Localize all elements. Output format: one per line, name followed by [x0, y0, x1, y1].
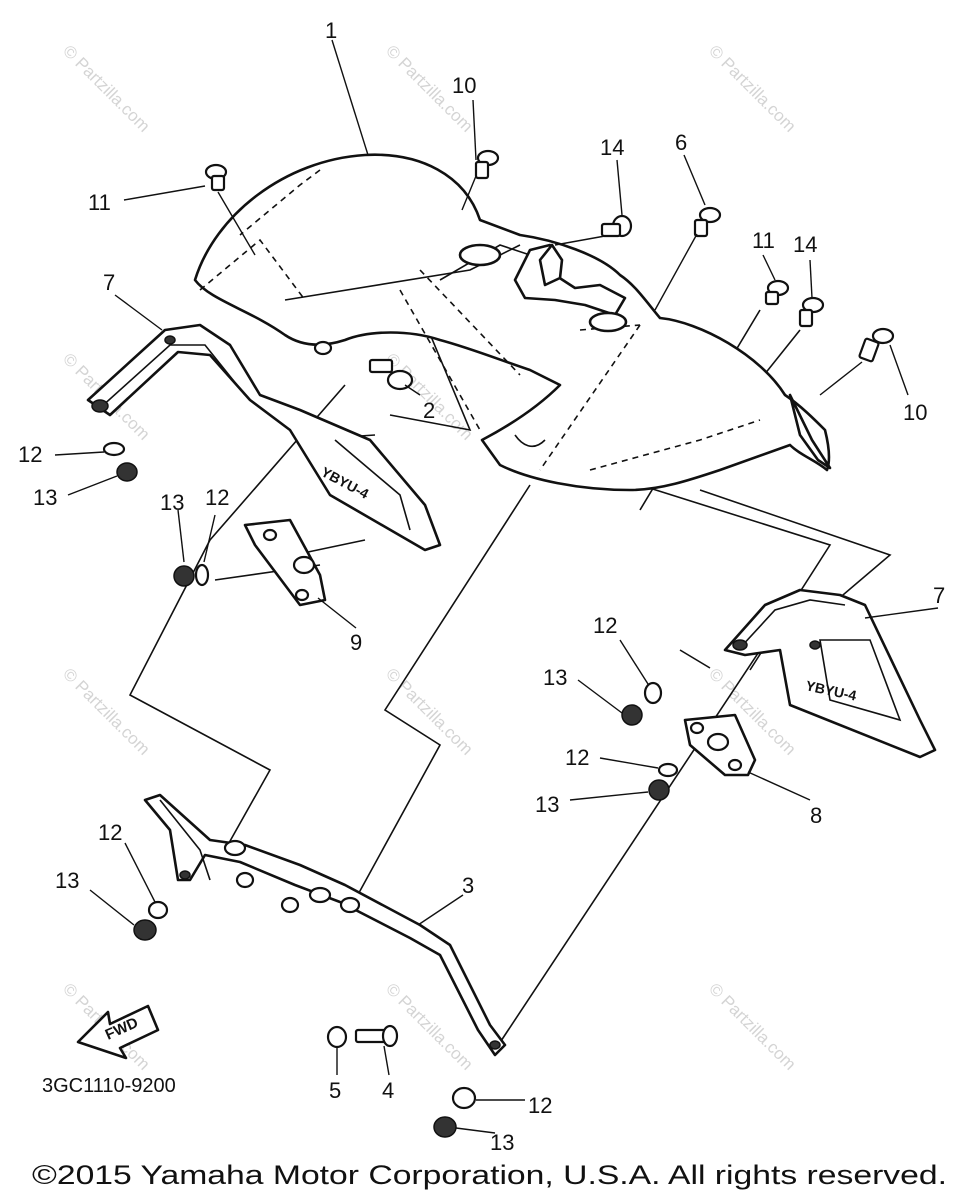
leader-lines [54, 39, 939, 1134]
hardware [102, 149, 895, 1138]
nut-13-c [621, 704, 643, 726]
washer-5 [326, 1025, 348, 1049]
watermark: © Partzilla.com [59, 664, 153, 758]
washer-12-b [194, 563, 210, 587]
callout-14: 14 [600, 135, 624, 160]
bolt-14-right [798, 296, 825, 328]
callout-10: 10 [452, 73, 476, 98]
bolt-11-left [204, 163, 228, 192]
washer-12-c [643, 681, 663, 705]
copyright-footer: ©2015 Yamaha Motor Corporation, U.S.A. A… [32, 1160, 947, 1190]
forward-arrow-icon: FWD [76, 1004, 160, 1060]
callout-12: 12 [565, 745, 589, 770]
mudflap-bracket-right: YBYU-4 [723, 588, 937, 759]
nut-13-e [133, 919, 157, 941]
callout-13: 13 [490, 1130, 514, 1155]
washer-12-f [451, 1086, 477, 1110]
callout-12: 12 [205, 485, 229, 510]
watermark: © Partzilla.com [382, 664, 476, 758]
rear-bar-3 [143, 793, 507, 1057]
washer-12-e [147, 900, 169, 920]
nut-13-b [173, 565, 195, 587]
watermark: © Partzilla.com [705, 979, 799, 1073]
plate-9 [243, 518, 327, 607]
bolt-2 [368, 358, 414, 391]
bolt-10-top [474, 149, 500, 180]
fender-body [193, 153, 831, 492]
plate-8 [683, 713, 757, 777]
bolt-14-top [600, 214, 633, 238]
callout-7: 7 [103, 270, 115, 295]
nut-13-f [433, 1116, 457, 1138]
callout-13: 13 [535, 792, 559, 817]
callout-10: 10 [903, 400, 927, 425]
callout-12: 12 [98, 820, 122, 845]
watermark: © Partzilla.com [705, 41, 799, 135]
rear-fender [193, 153, 832, 492]
callout-6: 6 [675, 130, 687, 155]
bolt-6 [693, 206, 722, 238]
nut-13-a [116, 462, 138, 482]
fender-hole-right [588, 311, 628, 333]
callout-11: 11 [752, 228, 775, 253]
bolt-10-right [858, 327, 895, 363]
callout-4: 4 [382, 1078, 394, 1103]
callout-3: 3 [462, 873, 474, 898]
callouts: 1 10 14 6 11 11 14 7 2 10 12 13 13 12 7 … [18, 18, 945, 1155]
callout-12: 12 [593, 613, 617, 638]
bolt-11-right [764, 279, 790, 306]
fender-hole-left [458, 243, 502, 267]
callout-13: 13 [33, 485, 57, 510]
callout-13: 13 [55, 868, 79, 893]
watermark: © Partzilla.com [59, 41, 153, 135]
callout-14: 14 [793, 232, 817, 257]
washer-12-a [102, 441, 126, 457]
callout-13: 13 [160, 490, 184, 515]
bolt-4 [354, 1024, 399, 1048]
callout-7: 7 [933, 583, 945, 608]
callout-5: 5 [329, 1078, 341, 1103]
callout-9: 9 [350, 630, 362, 655]
callout-12: 12 [18, 442, 42, 467]
nut-13-d [648, 779, 670, 801]
washer-12-d [657, 762, 679, 778]
diagram-code: 3GC1110-9200 [42, 1075, 176, 1097]
callout-11: 11 [88, 190, 111, 215]
callout-2: 2 [423, 398, 435, 423]
callout-8: 8 [810, 803, 822, 828]
fender-side-tab [538, 243, 564, 287]
watermark: © Partzilla.com [382, 349, 476, 443]
callout-1: 1 [325, 18, 337, 43]
callout-13: 13 [543, 665, 567, 690]
callout-12: 12 [528, 1093, 552, 1118]
